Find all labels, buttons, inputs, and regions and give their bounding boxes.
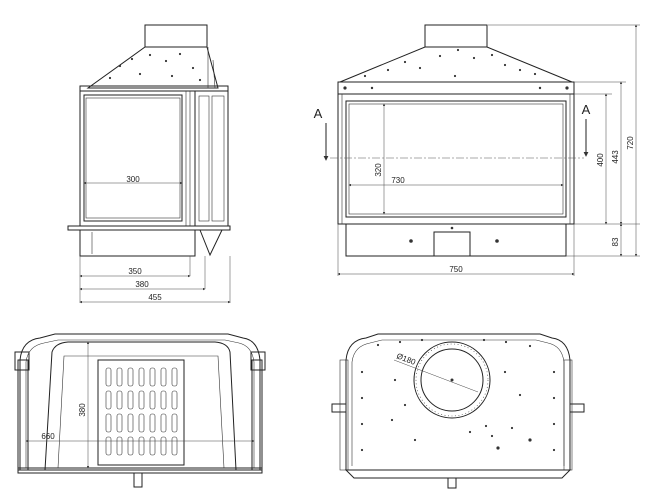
front-view: A A 320 730 400 443 720 83 750 [314,24,640,276]
dim-side-glass-width: 300 [126,175,140,184]
plan-firebox [44,341,237,471]
side-glass [83,94,183,222]
section-marker-left: A [314,106,323,121]
dim-front-glass-width: 730 [391,176,405,185]
plan-outer-shell [19,333,261,471]
dim-side-350: 350 [128,267,142,276]
side-view: 300 350 380 455 [67,24,231,304]
dim-side-455: 455 [148,293,162,302]
section-marker-right: A [582,102,591,117]
dim-front-glass-height: 320 [374,163,383,177]
top-plate [345,333,571,471]
side-hood [86,46,219,89]
dim-front-total-height: 720 [626,136,635,150]
top-view: Ø180 [331,333,585,489]
flue-outer [413,341,491,419]
dim-front-total-width: 750 [449,265,463,274]
side-base [79,229,196,257]
dim-plan-depth: 380 [78,403,87,417]
dim-plan-width: 660 [41,432,55,441]
side-flue-collar [144,24,208,48]
dim-side-380: 380 [135,280,149,289]
front-hood [339,46,573,83]
side-frame [194,90,229,227]
top-rivets [360,338,556,452]
plan-grate-slots [105,367,178,456]
front-flue-collar [424,24,488,48]
dim-front-body-height: 443 [611,150,620,164]
front-glass [345,100,567,218]
front-body [337,93,575,225]
dim-front-opening-height: 400 [596,153,605,167]
dim-front-base-height: 83 [611,237,620,246]
flue-inner [420,348,484,412]
plan-section-view: 380 660 [14,333,266,488]
plan-grate [97,359,185,466]
side-body [79,90,196,227]
front-hood-rivets [363,48,537,78]
side-hood-rivets [108,52,202,82]
front-base [345,223,567,257]
